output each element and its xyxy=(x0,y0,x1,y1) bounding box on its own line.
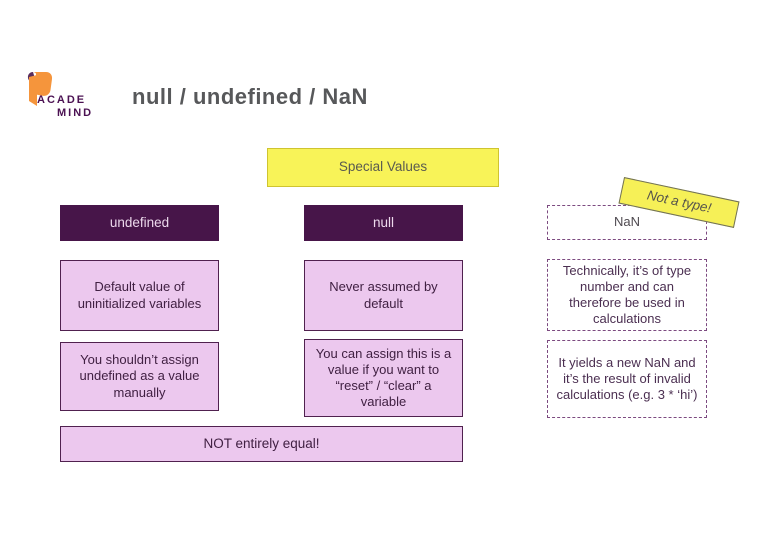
logo-text-acade: ACADE xyxy=(37,94,87,106)
null-note-1: Never assumed by default xyxy=(304,260,463,331)
not-entirely-equal-box: NOT entirely equal! xyxy=(60,426,463,462)
undefined-note-2: You shouldn’t assign undefined as a valu… xyxy=(60,342,219,411)
special-values-box: Special Values xyxy=(267,148,499,187)
academind-logo: ACADE MIND xyxy=(26,66,136,126)
null-note-2: You can assign this is a value if you wa… xyxy=(304,339,463,417)
header-undefined: undefined xyxy=(60,205,219,241)
undefined-note-1: Default value of uninitialized variables xyxy=(60,260,219,331)
header-null: null xyxy=(304,205,463,241)
nan-note-2: It yields a new NaN and it’s the result … xyxy=(547,340,707,418)
academind-scroll-icon xyxy=(27,72,53,106)
page-title: null / undefined / NaN xyxy=(132,84,368,109)
logo-text-mind: MIND xyxy=(57,107,94,119)
nan-note-1: Technically, it’s of type number and can… xyxy=(547,259,707,331)
